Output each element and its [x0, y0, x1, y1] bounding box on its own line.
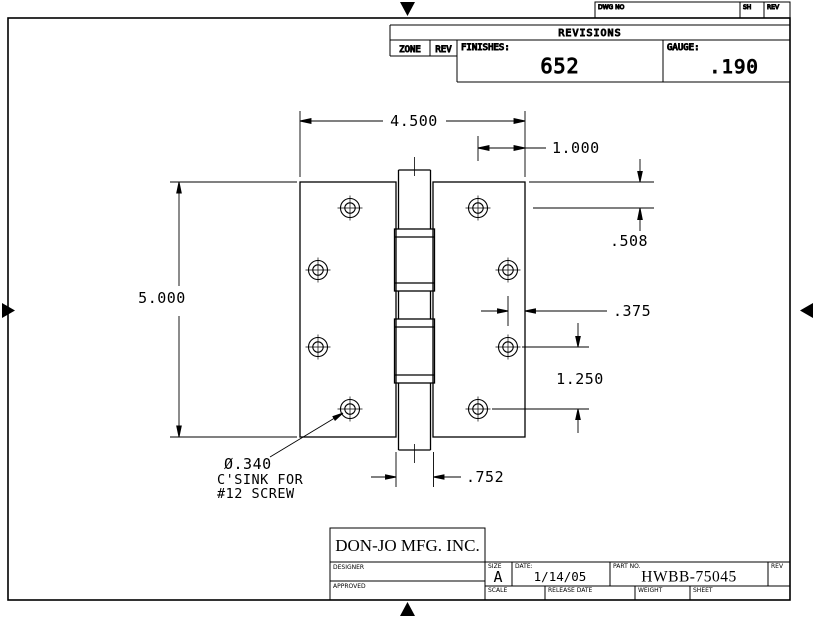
centering-mark-bottom [400, 602, 415, 616]
leader-arrowhead [332, 412, 344, 422]
finishes-value: 652 [540, 54, 579, 78]
dim-knuckle-width: .752 [371, 452, 504, 487]
hole-left-1 [337, 195, 363, 221]
arrowhead [524, 308, 536, 314]
rev-block-label: REV [771, 563, 784, 570]
size-value: A [493, 568, 502, 586]
gauge-value: .190 [709, 56, 759, 78]
arrowhead [637, 207, 643, 220]
hinge-right-leaf [432, 181, 526, 438]
dwg-no-strip: DWG NO SH REV [594, 1, 791, 19]
release-date-label: RELEASE DATE [548, 587, 593, 594]
screw-holes [305, 195, 521, 422]
hole-right-2 [495, 257, 521, 283]
centering-mark-top [400, 2, 415, 16]
knuckle-upper [393, 228, 436, 292]
arrowhead [637, 171, 643, 183]
dwg-no-label: DWG NO [598, 4, 625, 11]
dim-375-text: .375 [613, 302, 651, 320]
gauge-label: GAUGE: [667, 43, 700, 53]
dwg-no-strip-box [594, 1, 791, 19]
rev-strip-label: REV [767, 4, 780, 11]
arrowhead [299, 118, 312, 124]
date-value: 1/14/05 [534, 569, 587, 584]
approved-label: APPROVED [333, 583, 366, 590]
size-label: SIZE [488, 563, 502, 570]
arrowhead [513, 145, 526, 151]
hole-left-3 [305, 334, 331, 360]
arrowhead [497, 308, 509, 314]
designer-label: DESIGNER [333, 564, 364, 571]
arrowhead [575, 336, 581, 348]
dim-overall-height: 5.000 [138, 181, 297, 438]
finishes-label: FINISHES: [461, 43, 510, 53]
arrowhead [176, 425, 182, 438]
dim-1000-text: 1.000 [552, 139, 600, 157]
hole-right-3 [495, 334, 521, 360]
revisions-table: REVISIONS ZONE REV FINISHES: 652 GAUGE: … [389, 24, 790, 83]
csink-note-line2: C'SINK FOR [217, 472, 304, 488]
csink-note-line1: Ø.340 [224, 455, 272, 473]
hole-right-4 [465, 396, 491, 422]
dim-hole-row-spacing: 1.250 [492, 323, 604, 433]
hole-left-2 [305, 257, 331, 283]
arrowhead [385, 474, 397, 480]
arrowhead [176, 181, 182, 194]
dim-1250-text: 1.250 [556, 370, 604, 388]
sheet-border [7, 17, 791, 601]
date-label: DATE: [515, 563, 533, 570]
sh-label: SH [743, 4, 751, 11]
zone-label: ZONE [399, 45, 421, 55]
arrowhead [513, 118, 526, 124]
arrowhead [477, 145, 490, 151]
csink-note-line3: #12 SCREW [217, 486, 295, 502]
hinge-view [299, 157, 526, 463]
revisions-title: REVISIONS [558, 28, 621, 39]
dimensions-layer: 4.500 1.000 .508 5.000 [138, 111, 654, 502]
dim-508-text: .508 [610, 232, 648, 250]
hole-left-4 [337, 396, 363, 422]
dim-height-text: 5.000 [138, 289, 186, 307]
scale-label: SCALE [488, 587, 507, 594]
hinge-barrel [393, 157, 436, 463]
arrowhead [433, 474, 445, 480]
arrowhead [575, 408, 581, 420]
hinge-left-leaf [299, 181, 397, 438]
dim-overall-width: 4.500 [299, 111, 526, 177]
dim-hole-top-offset: .508 [529, 159, 654, 250]
dim-width-text: 4.500 [390, 112, 438, 130]
weight-label: WEIGHT [638, 587, 663, 594]
part-no-label: PART NO. [613, 563, 641, 570]
dim-hole-edge-offset: 1.000 [477, 136, 600, 161]
csink-note: Ø.340 C'SINK FOR #12 SCREW [217, 412, 344, 502]
sheet-label: SHEET [693, 587, 713, 594]
title-block: DON-JO MFG. INC. DESIGNER APPROVED SIZE … [329, 527, 790, 600]
dim-752-text: .752 [466, 468, 504, 486]
part-no-value: HWBB-75045 [641, 569, 736, 586]
company-name: DON-JO MFG. INC. [335, 536, 480, 555]
knuckle-lower [393, 318, 436, 384]
hole-right-1 [465, 195, 491, 221]
rev-col-label: REV [435, 45, 452, 55]
centering-mark-right [800, 303, 813, 318]
dim-hole-side-offset: .375 [481, 296, 651, 326]
